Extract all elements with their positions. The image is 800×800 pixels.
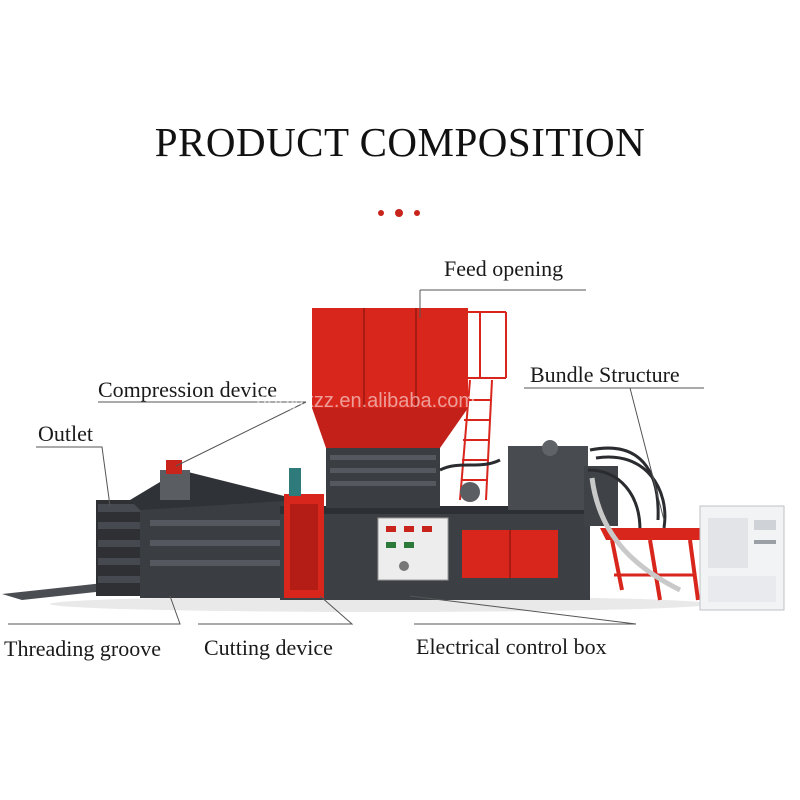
dot-right xyxy=(414,210,420,216)
label-electrical-control-box: Electrical control box xyxy=(416,634,607,659)
control-box xyxy=(377,517,449,581)
cutting-device-frame xyxy=(284,468,324,598)
watermark: hnbyjxzz.en.alibaba.com xyxy=(256,390,476,412)
compression-housing xyxy=(130,460,300,598)
label-bundle-structure: Bundle Structure xyxy=(530,362,680,387)
bundle-structure xyxy=(589,477,706,601)
dot-left xyxy=(378,210,384,216)
decorative-dots xyxy=(376,208,424,218)
label-feed-opening: Feed opening xyxy=(444,256,564,281)
label-threading-groove: Threading groove xyxy=(4,636,161,661)
label-outlet: Outlet xyxy=(38,421,93,446)
feed-hopper xyxy=(312,308,468,508)
hydraulic-hoses xyxy=(439,446,667,531)
label-cutting-device: Cutting device xyxy=(204,635,333,660)
ladder-platform xyxy=(459,311,507,501)
cooling-unit xyxy=(699,505,785,611)
hydraulic-station xyxy=(460,440,618,578)
page-title: PRODUCT COMPOSITION xyxy=(154,119,646,165)
callout-lines xyxy=(8,289,704,625)
dot-center xyxy=(395,209,403,217)
label-compression-device: Compression device xyxy=(98,377,278,402)
